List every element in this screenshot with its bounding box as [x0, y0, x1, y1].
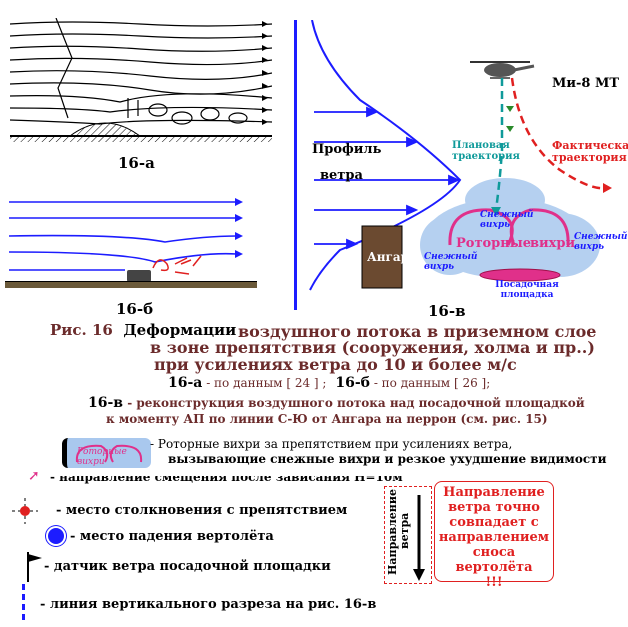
hangar — [361, 225, 403, 289]
actual-trajectory — [510, 77, 606, 190]
sensor-legend: - датчик ветра посадочной площадки — [44, 559, 331, 574]
fall-icon — [48, 528, 64, 544]
helicopter-icon — [470, 61, 535, 79]
snow-vortex-right-label: Снежный вихрь — [574, 232, 628, 252]
wind-profile-label-2: ветра — [320, 168, 363, 183]
landing-pad — [479, 268, 561, 282]
ref-b-label: 16-б — [335, 375, 370, 391]
actual-trajectory-label: Фактическая траектория — [552, 139, 628, 164]
wind-profile-label-1: Профиль — [312, 142, 382, 157]
shift-legend: - направление смещения после зависания Н… — [50, 470, 403, 484]
collision-legend: - место столкновения с препятствием — [56, 503, 348, 518]
ref-c-1: - реконструкция воздушного потока над по… — [123, 396, 585, 410]
ref-a-label: 16-а — [168, 375, 203, 391]
section-line-icon — [22, 584, 25, 622]
wind-direction-text: Направление ветра — [386, 489, 411, 575]
rotor-legend-icon-text: Роторные вихри — [77, 447, 127, 467]
hangar-label: Ангар — [367, 250, 410, 264]
shift-arrow-icon: ➚ — [28, 468, 40, 484]
caption-line3: при усилениях ветра до 10 и более м/с — [154, 355, 517, 374]
note-box: Направление ветра точно совпадает с напр… — [434, 481, 554, 590]
rotor-legend-icon: Роторные вихри — [62, 438, 151, 468]
snow-vortex-top-label: Снежный вихрь — [480, 210, 534, 230]
caption-fig: Рис. 16 Деформации — [50, 321, 237, 339]
caption-ref-c: 16-в - реконструкция воздушного потока н… — [88, 395, 585, 411]
ref-b: - по данным [ 26 ]; — [370, 376, 491, 390]
divider-line — [294, 20, 297, 310]
ref-a: - по данным [ 24 ] ; — [202, 376, 327, 390]
caption-line1: воздушного потока в приземном слое — [238, 322, 597, 341]
label-16b: 16-б — [116, 300, 154, 318]
diagram-16c — [309, 20, 612, 291]
rotor-legend-text1: - Роторные вихри за препятствием при уси… — [150, 437, 513, 451]
planned-trajectory-label: Плановая траектория — [452, 140, 520, 162]
diagram-16b — [5, 198, 257, 288]
label-16c: 16-в — [428, 302, 466, 320]
snow-vortex-left-label: Снежный вихрь — [424, 252, 478, 272]
section-legend: - линия вертикального разреза на рис. 16… — [40, 597, 377, 612]
rotor-vortex-label-1: Роторные — [456, 236, 532, 251]
sensor-icon — [24, 552, 44, 582]
rotor-legend-text2: вызывающие снежные вихри и резкое ухудше… — [168, 452, 607, 466]
landing-pad-label: Посадочная площадка — [495, 280, 559, 300]
diagram-16a — [10, 18, 272, 150]
wind-direction-box: Направление ветра — [384, 486, 432, 584]
label-16a: 16-а — [118, 154, 155, 172]
caption-ref-c2: к моменту АП по линии С-Ю от Ангара на п… — [106, 412, 548, 426]
caption-line2: в зоне препятствия (сооружения, холма и … — [150, 338, 595, 357]
planned-trajectory — [494, 78, 504, 211]
ref-c-label: 16-в — [88, 395, 124, 411]
caption-deform: Деформации — [123, 321, 237, 339]
fall-legend: - место падения вертолёта — [70, 529, 274, 544]
rotor-vortex-label-2: вихри — [530, 236, 576, 251]
collision-icon — [12, 498, 38, 524]
caption-refs-ab: 16-а - по данным [ 24 ] ; 16-б - по данн… — [168, 375, 490, 391]
helicopter-label: Ми-8 МТ — [552, 76, 620, 91]
